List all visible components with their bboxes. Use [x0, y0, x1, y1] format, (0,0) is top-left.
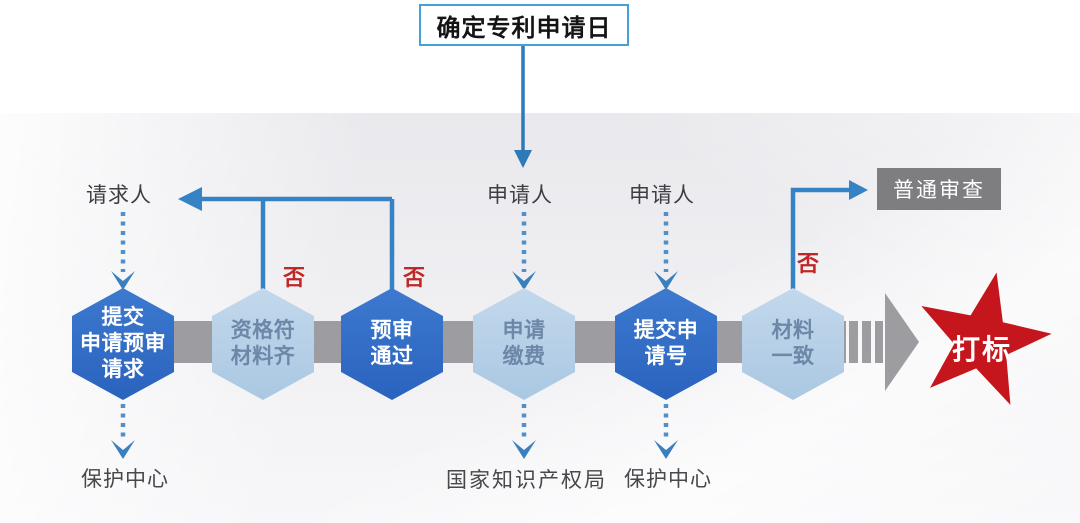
no-feedback-right-line [790, 187, 851, 289]
chevron-down-icon [111, 271, 135, 290]
star-icon [921, 272, 1052, 405]
chevron-down-icon [654, 440, 678, 459]
step-line: 请号 [644, 345, 688, 368]
title-box: 确定专利申请日 [419, 4, 629, 46]
step-line: 缴费 [502, 345, 546, 368]
chevron-down-icon [512, 271, 536, 290]
process-end-arrow-icon [885, 293, 919, 391]
no-feedback-left-line [186, 196, 395, 289]
no-label-preexam: 否 [403, 265, 426, 290]
step-line: 请求 [101, 358, 145, 382]
title-text: 确定专利申请日 [436, 14, 612, 42]
chevron-down-icon [111, 440, 135, 459]
title-arrow-head-icon [514, 150, 532, 168]
dest-protection-center-left: 保护中心 [81, 468, 169, 491]
no-label-materials: 否 [797, 251, 820, 276]
step-line: 提交 [101, 305, 145, 329]
step-line: 资格符 [230, 318, 296, 342]
step-line: 预审 [370, 318, 414, 342]
chevron-down-icon [512, 440, 536, 459]
normal-examination-text: 普通审查 [893, 179, 985, 202]
speed-bar-2 [862, 321, 871, 363]
no-feedback-left-arrow-icon [178, 187, 202, 211]
label-requester: 请求人 [86, 184, 152, 207]
step-line: 提交申 [633, 318, 699, 342]
step-line: 通过 [370, 345, 414, 368]
normal-examination-box: 普通审查 [877, 168, 1001, 210]
chevron-down-icon [654, 271, 678, 290]
no-label-qualification: 否 [283, 265, 306, 290]
step-line: 材料 [771, 318, 815, 342]
step-line: 一致 [771, 345, 815, 368]
label-applicant-submit: 申请人 [629, 184, 695, 207]
dest-protection-center-right: 保护中心 [624, 468, 712, 491]
star-label: 打标 [951, 334, 1012, 365]
speed-bar-1 [849, 321, 858, 363]
label-applicant-fee: 申请人 [487, 184, 553, 207]
step-line: 材料齐 [230, 345, 296, 368]
no-feedback-right-arrow-icon [849, 180, 868, 200]
step-line: 申请预审 [80, 331, 166, 355]
step-line: 申请 [502, 318, 546, 342]
speed-bar-3 [875, 321, 883, 363]
dest-cnipa: 国家知识产权局 [446, 469, 607, 492]
